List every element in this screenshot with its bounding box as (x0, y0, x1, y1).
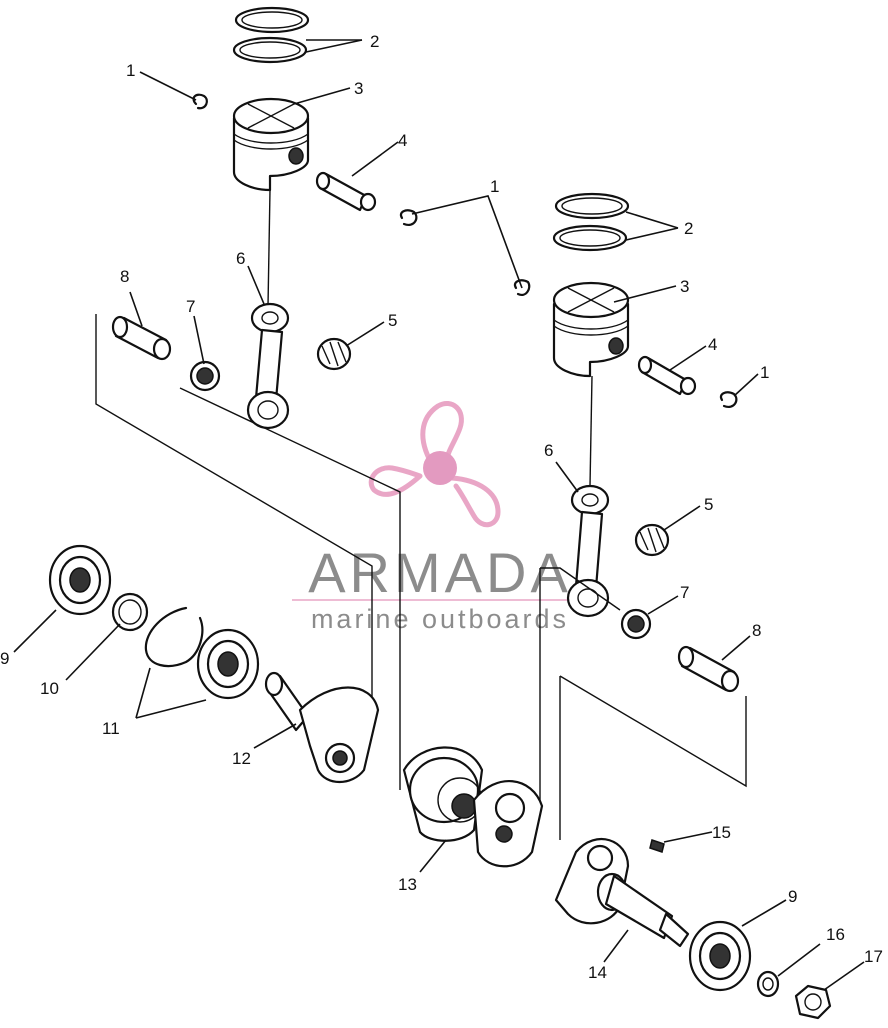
woodruff-key-15 (649, 839, 665, 853)
callout-1-right: 1 (760, 363, 769, 382)
piston-rings-right (552, 192, 630, 252)
piston-right (552, 281, 630, 378)
main-bearing-sleeve-right (677, 645, 740, 693)
piston-rings-left (232, 6, 310, 64)
watermark-title: ARMADA (308, 541, 572, 604)
callout-17: 17 (864, 947, 883, 966)
callout-1-mid: 1 (490, 177, 499, 196)
callout-2-right: 2 (684, 219, 693, 238)
needle-bearing-5-right (634, 523, 670, 557)
callout-14: 14 (588, 963, 607, 982)
circlip-right-b (719, 391, 738, 408)
callout-3-left: 3 (354, 79, 363, 98)
callout-4-right: 4 (708, 335, 717, 354)
callout-9-right: 9 (788, 887, 797, 906)
callout-7-left: 7 (186, 297, 195, 316)
callout-2-left: 2 (370, 32, 379, 51)
leader-piston-rod-right (589, 375, 593, 487)
callout-15: 15 (712, 823, 731, 842)
callout-1-left: 1 (126, 61, 135, 80)
ball-bearing-right (688, 920, 752, 992)
callout-13: 13 (398, 875, 417, 894)
crankshaft-center-13 (402, 746, 544, 868)
snap-ring-10 (111, 592, 149, 632)
callout-8-left: 8 (120, 267, 129, 286)
callout-7-right: 7 (680, 583, 689, 602)
needle-bearing-7-left (189, 360, 221, 392)
callout-4-left: 4 (398, 131, 407, 150)
wrist-pin-right (637, 355, 697, 396)
alignment-line-right-lower (559, 675, 747, 840)
wrist-pin-left (315, 171, 377, 212)
callout-numbers: 1 2 3 4 1 2 3 4 1 8 7 6 5 6 5 7 8 9 10 1… (0, 32, 883, 982)
alignment-line-left (95, 314, 373, 700)
washer-16 (756, 970, 780, 998)
callout-6-left: 6 (236, 249, 245, 268)
callout-10: 10 (40, 679, 59, 698)
watermark-subtitle: marine outboards (311, 604, 569, 634)
retaining-ring-11 (144, 606, 204, 668)
callout-11: 11 (102, 719, 120, 738)
crankshaft-half-14 (554, 837, 690, 948)
alignment-line-left-inner (179, 387, 401, 790)
nut-17 (794, 984, 832, 1020)
connecting-rod-right (566, 484, 610, 618)
crankshaft-half-12 (264, 671, 380, 784)
armada-watermark: ARMADA marine outboards (292, 401, 590, 634)
callout-5-right: 5 (704, 495, 713, 514)
circlip-left-b (399, 209, 418, 226)
ball-bearing-left (48, 544, 112, 616)
connecting-rod-left (246, 302, 290, 430)
needle-bearing-7-right (620, 608, 652, 640)
alignment-line-right-upper (540, 567, 621, 611)
callout-12: 12 (232, 749, 251, 768)
callout-16: 16 (826, 925, 845, 944)
callout-6-right: 6 (544, 441, 553, 460)
propeller-icon (368, 401, 501, 528)
callout-3-right: 3 (680, 277, 689, 296)
ball-bearing-11 (196, 628, 260, 700)
leader-piston-rod-left (267, 189, 271, 307)
callout-8-right: 8 (752, 621, 761, 640)
leader-lines (13, 39, 865, 991)
piston-left (232, 97, 310, 192)
callout-9-left: 9 (0, 649, 9, 668)
circlip-left-a (192, 93, 208, 110)
callout-5-left: 5 (388, 311, 397, 330)
needle-bearing-5-left (316, 337, 352, 371)
main-bearing-sleeve-left (111, 315, 172, 361)
